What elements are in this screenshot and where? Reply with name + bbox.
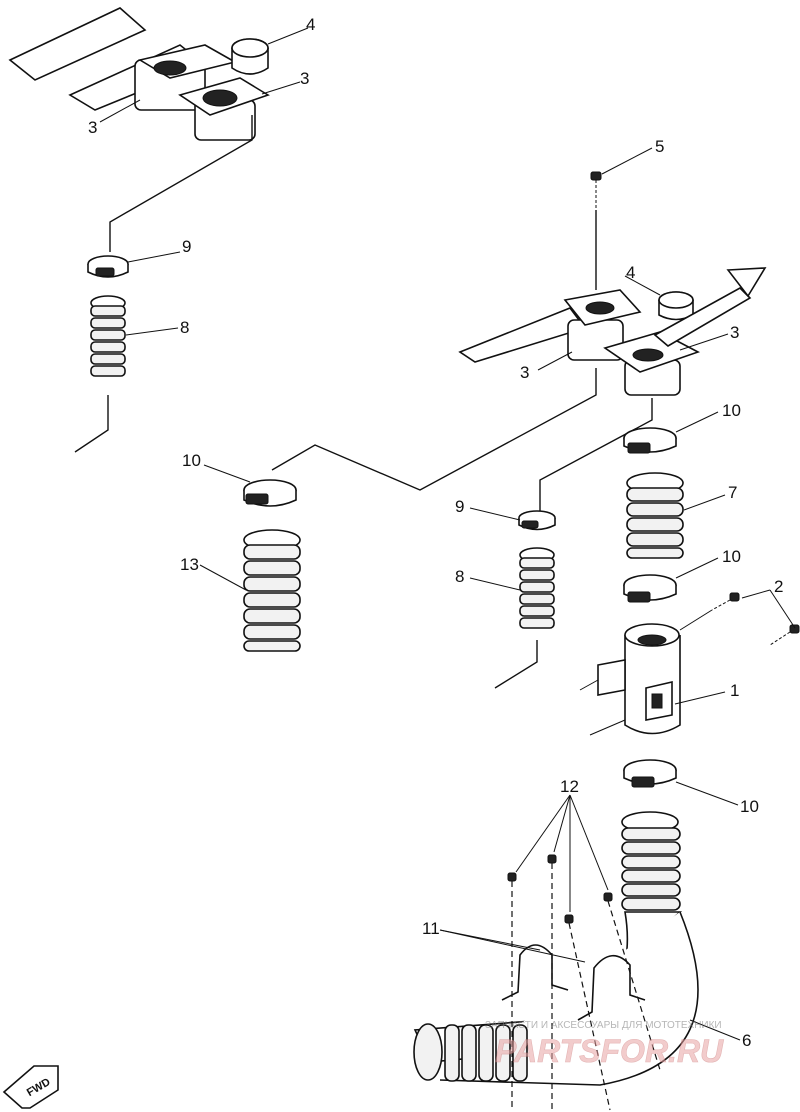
callout-12: 12 (560, 777, 579, 796)
screws-12 (439, 794, 661, 1111)
hose-clamp-10-left (243, 479, 297, 507)
watermark-tagline: ЗАПЧАСТИ И АКСЕССУАРЫ ДЛЯ МОТОТЕХНИКИ (485, 1020, 722, 1031)
top-left-duct-assembly (8, 7, 270, 252)
callout-10-upper: 10 (722, 401, 741, 420)
bellows-7 (626, 472, 684, 559)
callout-9-right: 9 (455, 497, 464, 516)
bellows-8-right (494, 547, 555, 689)
strap-right-1 (458, 307, 587, 363)
right-duct-assembly (271, 171, 767, 512)
callout-4-right: 4 (626, 263, 635, 282)
callout-10-left: 10 (182, 451, 201, 470)
callout-8-right: 8 (455, 567, 464, 586)
bellows-8-left (74, 295, 126, 453)
fwd-arrow-icon: FWD (2, 1065, 59, 1109)
hose-6 (413, 811, 699, 1086)
hose-clamp-10-middle (623, 574, 677, 603)
watermark: ЗАПЧАСТИ И АКСЕССУАРЫ ДЛЯ МОТОТЕХНИКИ PA… (485, 1020, 724, 1069)
hose-clamp-10-lower (623, 759, 677, 788)
callout-7: 7 (728, 483, 737, 502)
watermark-brand: PARTSFOR.RU (495, 1033, 724, 1069)
callout-3-right: 3 (730, 323, 739, 342)
screws-2 (679, 592, 800, 646)
callout-1: 1 (730, 681, 739, 700)
callout-10-middle: 10 (722, 547, 741, 566)
callout-6: 6 (742, 1031, 751, 1050)
callout-9-left: 9 (182, 237, 191, 256)
callout-5: 5 (655, 137, 664, 156)
hose-clamp-10-upper (623, 427, 677, 454)
callout-3-top-left: 3 (88, 118, 97, 137)
callout-11: 11 (422, 919, 440, 938)
callout-2: 2 (774, 577, 783, 596)
callout-10-lower: 10 (740, 797, 759, 816)
strap-upper-left (8, 7, 147, 81)
hose-clamp-9-left (87, 255, 129, 278)
callout-13: 13 (180, 555, 199, 574)
hose-clamp-9-right (518, 510, 556, 531)
bellows-13 (243, 529, 301, 652)
callout-3-top-right: 3 (300, 69, 309, 88)
callout-4-top: 4 (306, 15, 315, 34)
component-1-housing (579, 623, 681, 736)
callout-3-middle: 3 (520, 363, 529, 382)
callout-leaders (99, 27, 796, 1041)
callout-labels: 4 3 3 9 8 5 4 3 3 10 10 7 9 13 10 8 2 1 … (88, 15, 783, 1050)
callout-8-left: 8 (180, 318, 189, 337)
